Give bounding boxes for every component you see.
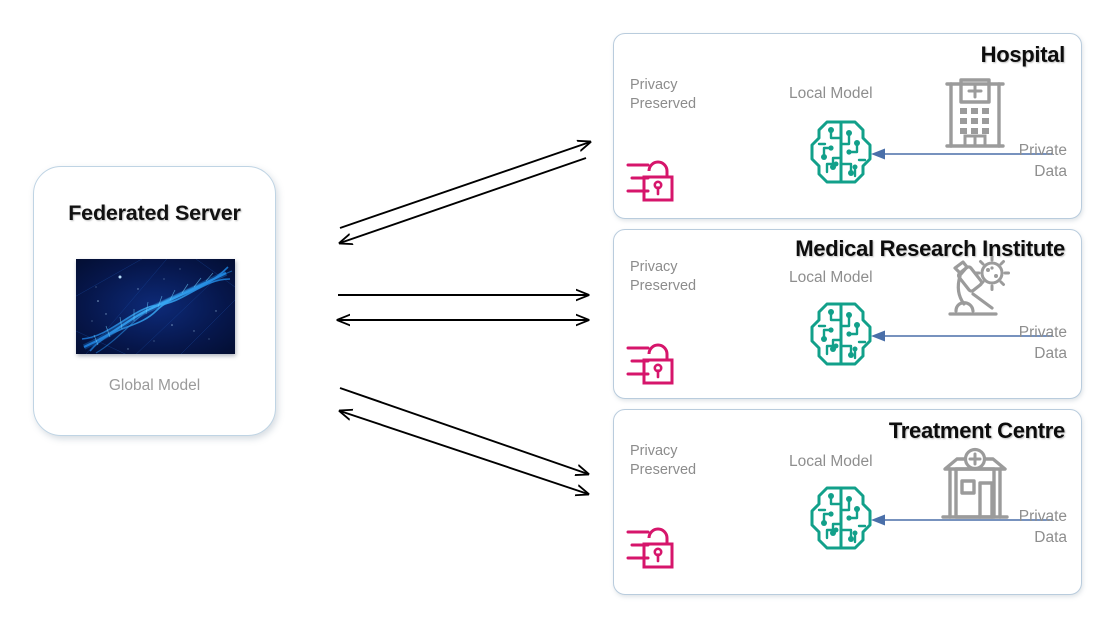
circuit-brain-icon	[803, 480, 879, 556]
federated-server-card: Federated Server	[33, 166, 276, 436]
privacy-preserved-label: Privacy Preserved	[630, 258, 696, 296]
private-data-label: Private Data	[1019, 322, 1067, 364]
panel-title-treatment: Treatment Centre	[888, 418, 1065, 443]
hospital-building-icon	[939, 74, 1011, 154]
clinic-building-icon	[939, 447, 1011, 527]
privacy-preserved-label: Privacy Preserved	[630, 76, 696, 114]
client-panel-treatment[interactable]: Treatment Centre Privacy Preserved Local…	[613, 409, 1082, 595]
dna-helix-network-visualization	[76, 259, 235, 354]
privacy-line-2: Preserved	[630, 278, 697, 294]
microscope-virus-icon	[942, 255, 1014, 336]
private-data-line-1: Private	[1018, 324, 1067, 341]
privacy-line-2: Preserved	[630, 96, 697, 112]
private-data-label: Private Data	[1019, 506, 1067, 548]
private-data-arrow	[869, 329, 1054, 343]
privacy-line-1: Privacy	[630, 443, 678, 459]
privacy-line-1: Privacy	[630, 259, 678, 275]
private-data-label: Private Data	[1019, 140, 1067, 182]
panel-title-institute: Medical Research Institute	[795, 236, 1065, 261]
private-data-arrow	[869, 147, 1054, 161]
private-data-line-1: Private	[1018, 508, 1067, 525]
privacy-lock-icon	[626, 156, 682, 206]
private-data-line-2: Data	[1034, 529, 1067, 546]
local-model-label: Local Model	[789, 269, 873, 286]
circuit-brain-icon	[803, 296, 879, 372]
private-data-line-2: Data	[1034, 163, 1067, 180]
local-model-label: Local Model	[789, 453, 873, 470]
private-data-line-1: Private	[1018, 142, 1067, 159]
arrow-treatment-to-server	[340, 411, 588, 494]
privacy-preserved-label: Privacy Preserved	[630, 442, 696, 480]
client-panel-institute[interactable]: Medical Research Institute Privacy Prese…	[613, 229, 1082, 399]
federated-server-title: Federated Server	[68, 201, 241, 225]
arrow-server-to-treatment	[339, 387, 588, 474]
circuit-brain-icon	[803, 114, 879, 190]
arrow-hospital-to-server	[340, 157, 587, 243]
privacy-lock-icon	[626, 339, 682, 389]
global-model-caption: Global Model	[108, 377, 201, 394]
privacy-line-1: Privacy	[630, 77, 678, 93]
panel-title-hospital: Hospital	[980, 42, 1066, 67]
private-data-arrow	[869, 513, 1054, 527]
arrow-server-to-hospital	[339, 142, 590, 229]
client-panel-hospital[interactable]: Hospital Privacy Preserved Local Model	[613, 33, 1082, 219]
privacy-line-2: Preserved	[630, 462, 697, 478]
local-model-label: Local Model	[789, 85, 873, 102]
private-data-line-2: Data	[1034, 345, 1067, 362]
privacy-lock-icon	[626, 523, 682, 573]
